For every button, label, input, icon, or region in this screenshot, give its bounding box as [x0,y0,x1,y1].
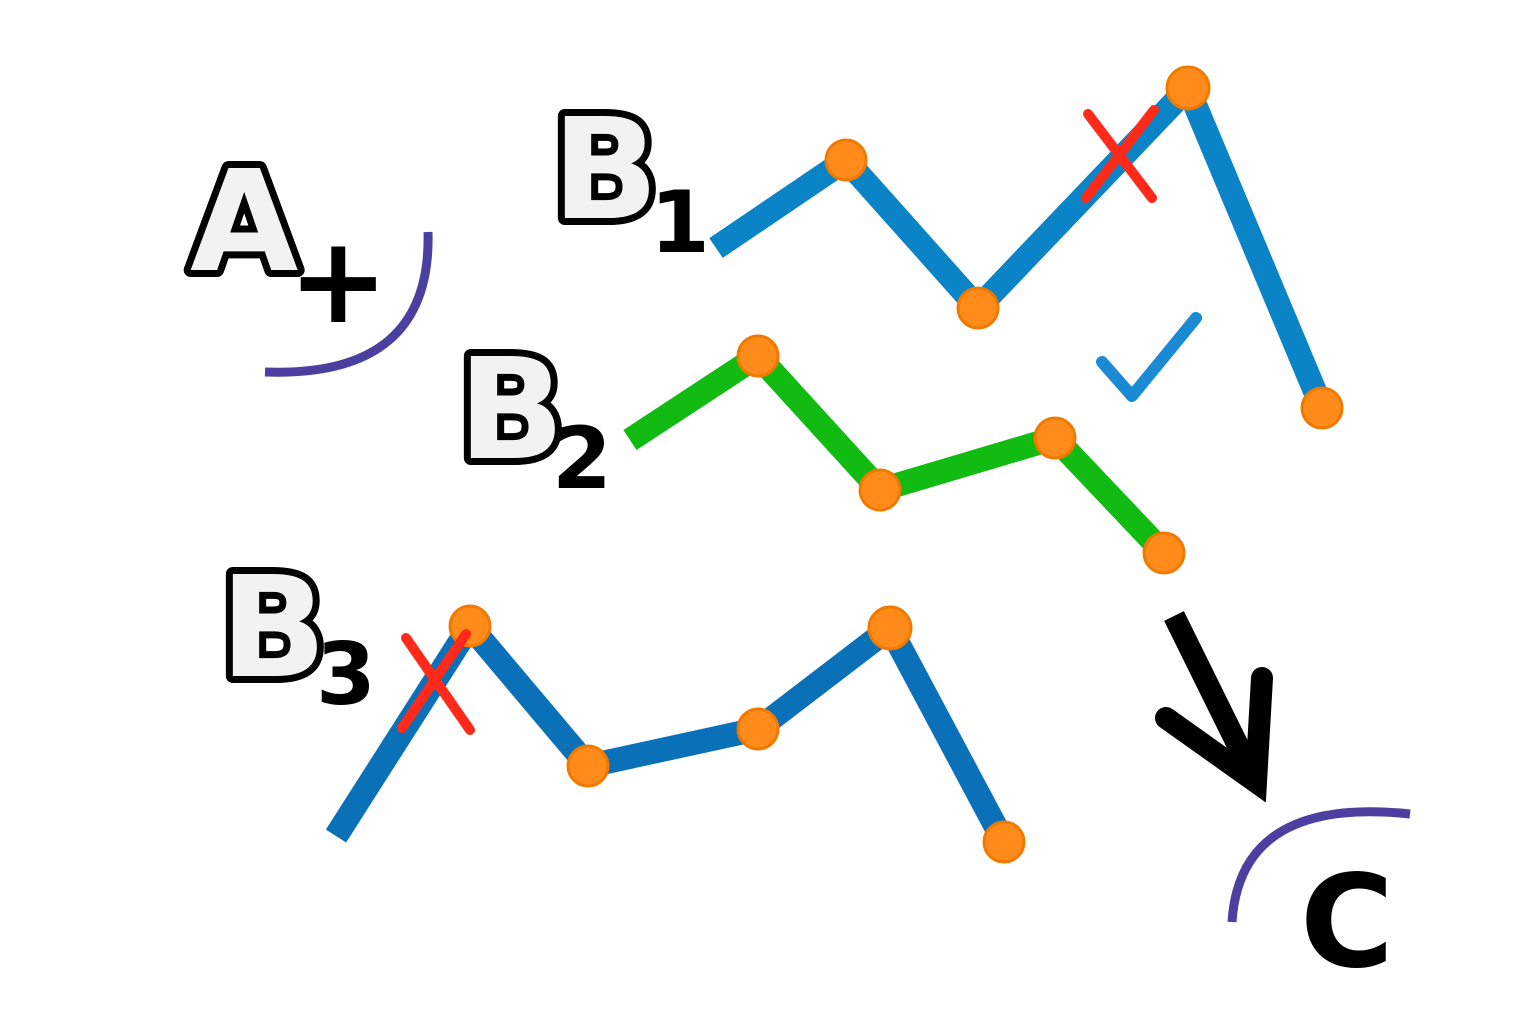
red-x-icon [1081,105,1159,203]
path-b3-node-3 [736,707,780,751]
path-label-b2-letter: B [458,329,565,492]
blue-checkmark-icon [1096,312,1202,402]
path-b1-nodes [824,65,1344,430]
path-b2-nodes [736,334,1186,575]
red-x-icon [397,629,475,735]
end-arc-icon [1227,807,1411,923]
start-node: A + [183,134,433,377]
path-b2-node-2 [858,468,902,512]
path-b3-node-4 [867,605,913,651]
path-b3-node-5 [982,820,1026,864]
path-label-b3: B 3 [213,540,376,725]
path-b1-node-1 [824,138,868,182]
path-label-b1: B 1 [545,82,710,273]
path-label-b1-index: 1 [650,173,710,273]
path-b1-node-2 [956,286,1000,330]
path-b2-node-4 [1142,531,1186,575]
path-b3-line [325,605,1015,848]
arrow-down-right-icon [1155,611,1273,803]
path-b1 [709,65,1344,430]
path-b2-line [623,340,1173,562]
path-b2-node-1 [736,334,780,378]
end-label: C [1300,848,1394,997]
path-b2-node-3 [1033,416,1077,460]
path-label-b3-index: 3 [316,625,376,725]
path-b1-line [709,66,1334,413]
path-label-b1-letter: B [552,89,659,252]
path-label-b2-index: 2 [552,409,612,509]
path-b3 [325,604,1026,864]
path-label-b3-letter: B [220,547,327,710]
path-label-b2: B 2 [451,322,612,509]
path-b1-node-4 [1300,386,1344,430]
start-arc-icon [264,231,433,377]
start-plus-sign: + [288,212,389,351]
path-b2 [623,312,1202,575]
path-b1-node-3 [1165,65,1211,111]
path-b3-node-2 [566,744,610,788]
path-b3-nodes [448,604,1026,864]
start-label: A [190,141,298,304]
end-node: C [1227,807,1411,997]
